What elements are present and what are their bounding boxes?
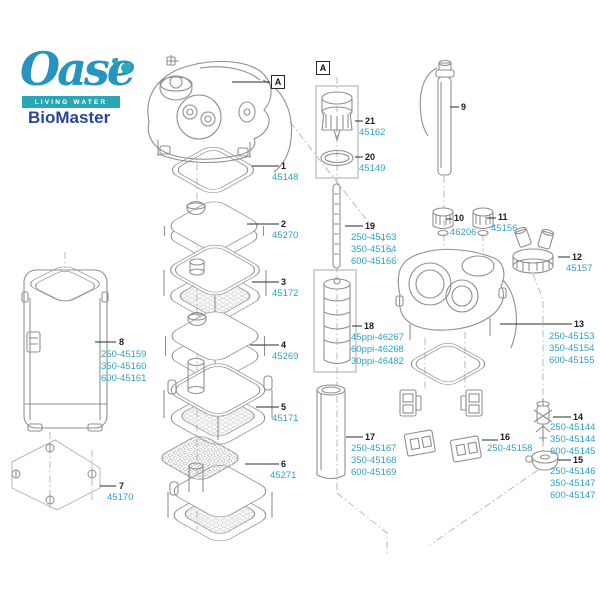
callout-16: 16 (500, 432, 511, 442)
partnum-6: 45271 (270, 470, 297, 481)
partnum-1: 45148 (272, 172, 299, 183)
hose-adapter-art (512, 226, 555, 274)
assembly-ref-a: A (271, 75, 285, 89)
callout-4: 4 (281, 340, 287, 350)
union-nut-art-2 (472, 207, 494, 237)
partnum-4: 45269 (272, 351, 299, 362)
partnum-14: 250-45144 350-45144 600-45145 (550, 422, 596, 457)
callout-13: 13 (574, 319, 585, 329)
callout-21: 21 (365, 116, 376, 126)
partnum-5: 45171 (272, 413, 299, 424)
partnum-11: 45156 (491, 223, 518, 234)
callout-8: 8 (119, 337, 125, 347)
partnum-10: 46206 (450, 227, 477, 238)
foam-block-art (164, 311, 266, 381)
callout-7: 7 (119, 481, 125, 491)
callout-20: 20 (365, 152, 376, 162)
callout-6: 6 (281, 459, 287, 469)
partnum-3: 45172 (272, 288, 299, 299)
callout-17: 17 (365, 432, 376, 442)
partnum-21: 45162 (359, 127, 386, 138)
head-gasket-art (410, 343, 486, 385)
callout-1: 1 (281, 161, 287, 171)
partnum-15: 250-45146 350-45147 600-45147 (550, 466, 596, 501)
callout-9: 9 (461, 102, 467, 112)
water-drop-icon (112, 58, 118, 64)
leader-lines (95, 81, 572, 487)
partnum-13: 250-45153 350-45154 600-45155 (549, 331, 595, 366)
partnum-12: 45157 (566, 263, 593, 274)
assembly-box-a: A (316, 61, 330, 75)
bio-media-art (161, 436, 273, 542)
partnum-8: 250-45159 350-45160 600-45161 (101, 349, 147, 384)
callout-19: 19 (365, 221, 376, 231)
callout-14: 14 (573, 412, 584, 422)
callout-12: 12 (572, 252, 583, 262)
intake-tube-art (419, 59, 455, 176)
partnum-2: 45270 (272, 230, 299, 241)
callout-11: 11 (498, 212, 508, 222)
canister-art (21, 266, 109, 432)
feet-group-art (11, 439, 101, 511)
logo-tagline: LIVING WATER (22, 96, 120, 108)
lid-gasket-art (171, 147, 255, 193)
oase-logo-text: Oase (20, 42, 136, 96)
filter-head-art (147, 55, 293, 173)
basket-art-2 (163, 357, 273, 445)
partnum-18: 45ppi-46267 60ppi-46268 30ppi-46482 (351, 332, 404, 367)
prefilter-foam-art (323, 277, 351, 365)
callout-15: 15 (573, 455, 584, 465)
partnum-20: 45149 (359, 163, 386, 174)
prefilter-tube-art (316, 384, 346, 480)
callout-2: 2 (281, 219, 287, 229)
basket-art-1 (163, 244, 267, 322)
shaft-art (332, 183, 341, 269)
product-name: BioMaster (28, 108, 111, 127)
callout-10: 10 (454, 213, 465, 223)
impeller-art (533, 398, 553, 442)
partnum-7: 45170 (107, 492, 134, 503)
clips-art (399, 389, 483, 463)
pump-disc-art (525, 450, 559, 471)
callout-3: 3 (281, 277, 287, 287)
pump-head-art (395, 248, 517, 349)
oring-art (320, 149, 354, 167)
pump-cover-art (321, 91, 353, 142)
subassembly-boxes (313, 85, 359, 373)
partnum-17: 250-45167 350-45168 600-45169 (351, 443, 397, 478)
water-drop-icon (121, 63, 131, 73)
union-nut-art-1 (432, 207, 454, 237)
partnum-19: 250-45163 350-45164 600-45166 (351, 232, 397, 267)
partnum-16: 250-45158 (487, 443, 533, 454)
callout-18: 18 (364, 321, 375, 331)
callout-5: 5 (281, 402, 287, 412)
